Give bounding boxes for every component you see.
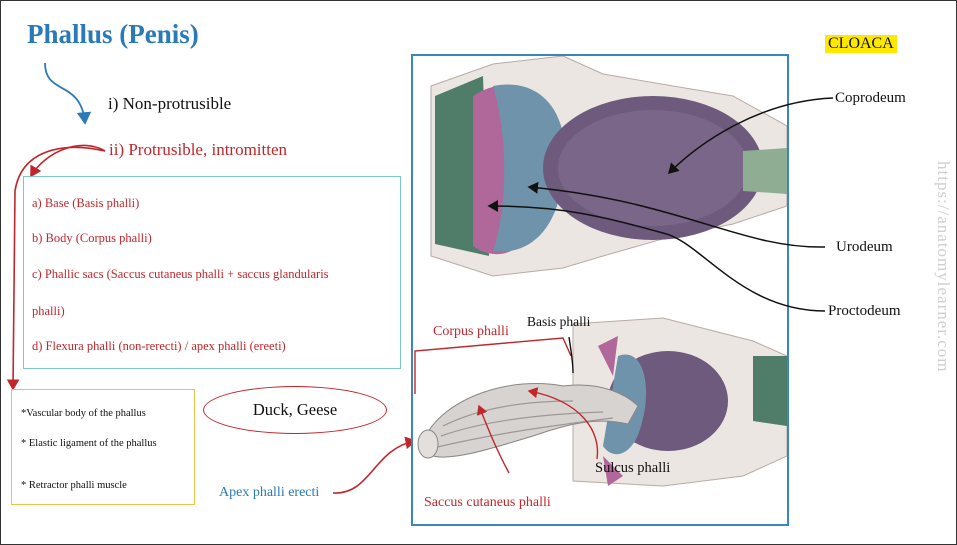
saccus-leader [479, 406, 509, 473]
basis-leader [569, 337, 573, 373]
label-basis-phalli: Basis phalli [527, 314, 590, 330]
coprodeum-leader [669, 98, 833, 173]
label-sulcus-phalli: Sulcus phalli [595, 460, 670, 477]
label-coprodeum: Coprodeum [835, 90, 906, 107]
proctodeum-leader [489, 206, 825, 311]
watermark: https://anatomylearner.com [933, 161, 953, 373]
sulcus-leader [529, 391, 597, 459]
label-urodeum: Urodeum [836, 239, 893, 256]
label-saccus-cutaneus-phalli: Saccus cutaneus phalli [424, 495, 551, 511]
label-proctodeum: Proctodeum [828, 303, 901, 320]
label-apex-phalli-erecti: Apex phalli erecti [219, 485, 319, 501]
label-corpus-phalli: Corpus phalli [433, 324, 509, 340]
